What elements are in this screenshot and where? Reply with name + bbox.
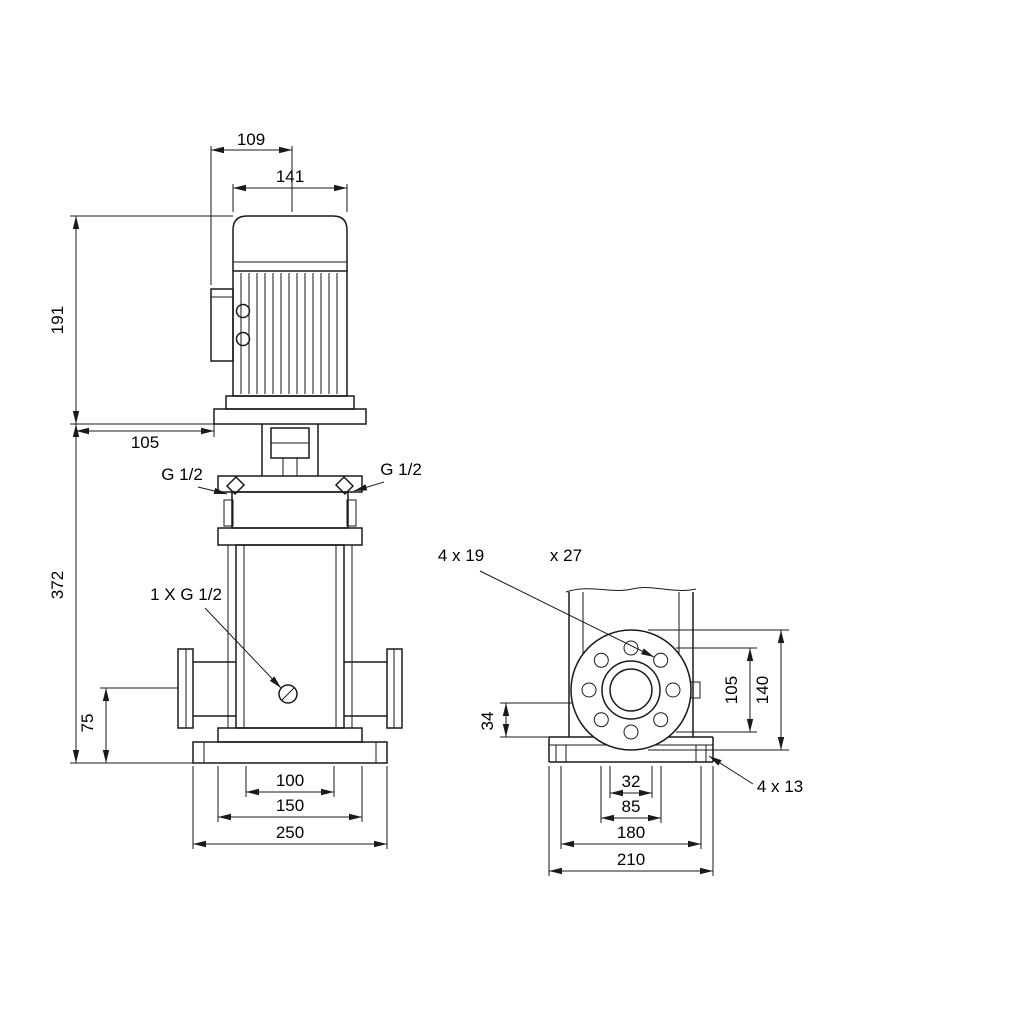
leader-port-left — [197, 486, 228, 495]
dim-109-label: 109 — [237, 130, 265, 149]
terminal-box — [210, 288, 234, 362]
drain-port-label: 1 X G 1/2 — [150, 585, 222, 604]
gauge-port-right — [334, 475, 355, 496]
outer-sleeve — [235, 544, 345, 729]
ext-34 — [500, 702, 572, 738]
column-break-line — [565, 587, 697, 593]
flange-bolt-hole — [665, 682, 681, 698]
motor-cooling-fins — [240, 273, 338, 394]
cable-entry-hole-bottom — [235, 331, 251, 347]
chamber-stack — [217, 527, 363, 729]
front-view: 109 141 191 105 372 75 G 1/2 G 1/2 — [48, 130, 422, 849]
dim-105-side-label: 105 — [722, 676, 741, 704]
chamber-bottom-flange — [217, 727, 363, 743]
gauge-port-left — [225, 475, 246, 496]
flange-holes-label-b: x 27 — [550, 546, 582, 565]
port-right-label: G 1/2 — [380, 460, 422, 479]
dim-105-front-label: 105 — [131, 433, 159, 452]
ext-140 — [648, 629, 789, 751]
ext-bottom-side — [548, 766, 714, 876]
head-body — [231, 491, 349, 529]
dim-250-label: 250 — [276, 823, 304, 842]
dim-372-label: 372 — [48, 571, 67, 599]
column-walls — [568, 592, 694, 737]
flange-side-tab — [690, 681, 701, 699]
flange-bolt-hole — [623, 724, 639, 740]
dim-100-label: 100 — [276, 771, 304, 790]
ext-bottom-front — [192, 766, 388, 849]
chamber-top-flange — [217, 527, 363, 546]
dim-141-label: 141 — [276, 167, 304, 186]
front-view-dimensions: 109 141 191 105 372 75 G 1/2 G 1/2 — [48, 130, 422, 849]
dim-75-label: 75 — [78, 714, 97, 733]
flange-holes-label-a: 4 x 19 — [438, 546, 484, 565]
leader-flange-holes — [479, 570, 655, 658]
dim-34-label: 34 — [478, 712, 497, 731]
dim-191-label: 191 — [48, 306, 67, 334]
leader-drain-port — [204, 607, 282, 689]
flange-bolt-hole — [593, 712, 609, 728]
leader-port-right — [353, 481, 385, 492]
dim-32-label: 32 — [622, 772, 641, 791]
pump-head — [217, 475, 363, 529]
sleeve-inner-lines — [227, 545, 353, 728]
motor-flange — [225, 395, 355, 410]
dim-140-label: 140 — [753, 676, 772, 704]
flange-bolt-hole — [581, 682, 597, 698]
flange-bolt-hole — [653, 652, 669, 668]
motor-fan-cover — [232, 215, 348, 271]
flange-neck-left — [193, 661, 236, 717]
motor-body — [232, 270, 348, 397]
ext-left-levels — [70, 215, 233, 764]
flange-raised-face — [601, 660, 661, 720]
dim-210-label: 210 — [617, 850, 645, 869]
base-front — [192, 727, 388, 764]
stool-top-plate — [213, 408, 367, 425]
motor — [210, 215, 355, 410]
base-bolt-holes-section — [555, 745, 707, 762]
base-holes-label: 4 x 13 — [757, 777, 803, 796]
ext-105-side — [676, 647, 757, 733]
drain-plug-slot — [281, 687, 295, 701]
base-feet-lines — [203, 742, 377, 763]
drain-plug — [278, 684, 298, 704]
side-view: 4 x 19 x 27 34 105 140 32 85 180 210 — [438, 546, 803, 876]
flange-bore — [609, 668, 653, 712]
motor-stool — [213, 408, 367, 476]
dim-180-label: 180 — [617, 823, 645, 842]
flange-bolt-hole — [653, 712, 669, 728]
flange-bolt-hole — [623, 640, 639, 656]
flange-neck-right — [344, 661, 387, 717]
leader-base-holes — [708, 755, 754, 785]
port-left-label: G 1/2 — [161, 465, 203, 484]
cable-entry-hole-top — [235, 303, 251, 319]
base-plate-front — [192, 741, 388, 764]
flange-bolt-hole — [593, 652, 609, 668]
port-flange-face — [570, 629, 701, 751]
dim-85-label: 85 — [622, 797, 641, 816]
lantern-walls — [261, 424, 319, 476]
side-view-dimensions: 4 x 19 x 27 34 105 140 32 85 180 210 — [438, 546, 803, 876]
flange-outer-circle — [570, 629, 692, 751]
suction-flange-left — [177, 648, 236, 729]
dim-150-label: 150 — [276, 796, 304, 815]
discharge-flange-right — [344, 648, 403, 729]
stud-bolt-right — [346, 499, 357, 527]
coupling-details — [271, 442, 309, 476]
stud-bolt-left — [223, 499, 234, 527]
